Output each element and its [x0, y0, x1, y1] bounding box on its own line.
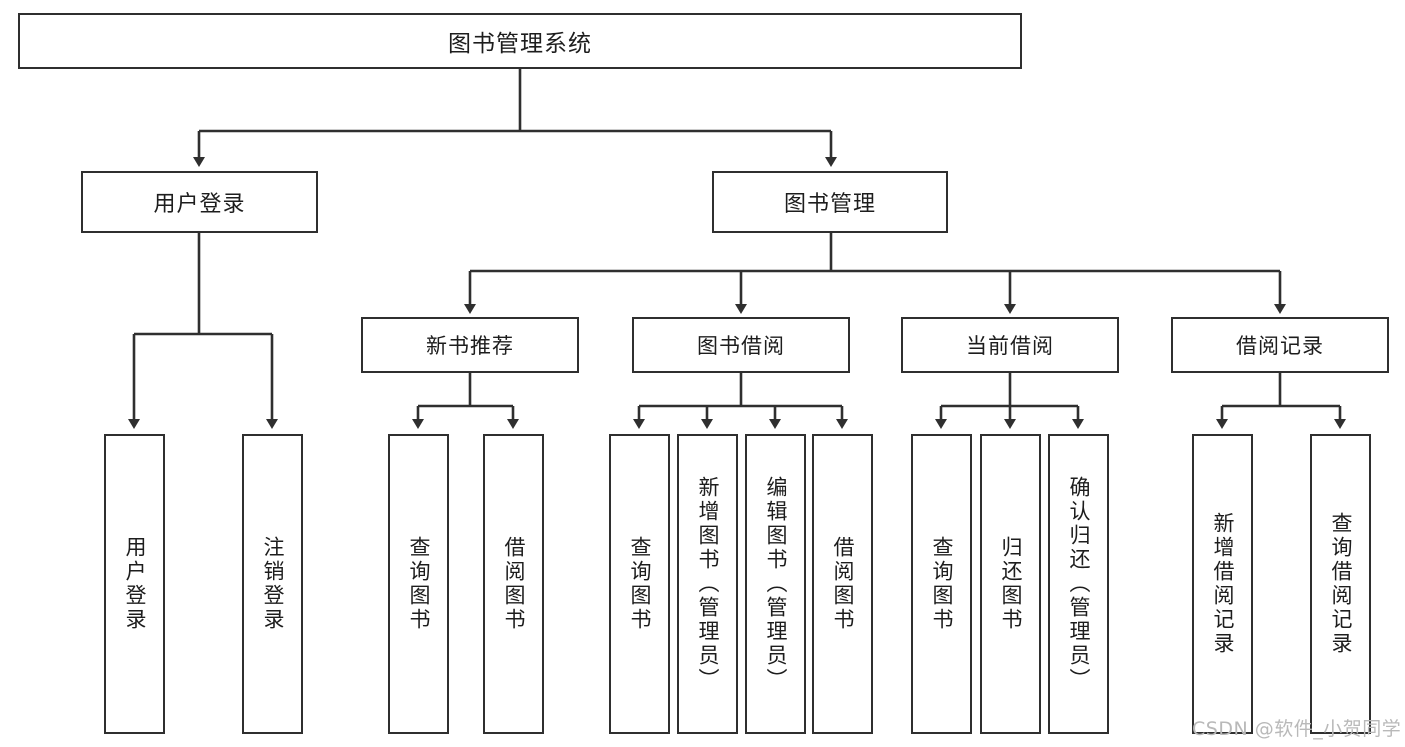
node-book-borrowing[interactable]: 图书借阅: [632, 317, 850, 373]
leaf-new-book-query-book[interactable]: 查询图书: [388, 434, 449, 734]
node-label: 查询图书: [407, 536, 431, 632]
leaf-book-borrow-borrow-book[interactable]: 借阅图书: [812, 434, 873, 734]
node-label: 借阅图书: [502, 536, 526, 632]
node-book-management[interactable]: 图书管理: [712, 171, 948, 233]
node-label: 编辑图书（管理员）: [764, 476, 788, 692]
node-borrowing-records[interactable]: 借阅记录: [1171, 317, 1389, 373]
leaf-book-borrow-add-book-admin[interactable]: 新增图书（管理员）: [677, 434, 738, 734]
node-label: 图书借阅: [697, 334, 785, 358]
node-root-book-management-system[interactable]: 图书管理系统: [18, 13, 1022, 69]
leaf-book-borrow-edit-book-admin[interactable]: 编辑图书（管理员）: [745, 434, 806, 734]
node-label: 新增图书（管理员）: [696, 476, 720, 692]
leaf-user-login-logout[interactable]: 注销登录: [242, 434, 303, 734]
node-label: 确认归还（管理员）: [1067, 476, 1091, 692]
node-label: 借阅图书: [831, 536, 855, 632]
node-label: 用户登录: [153, 192, 246, 217]
leaf-current-borrow-confirm-return-admin[interactable]: 确认归还（管理员）: [1048, 434, 1109, 734]
node-label: 新增借阅记录: [1211, 512, 1235, 656]
leaf-new-book-borrow-book[interactable]: 借阅图书: [483, 434, 544, 734]
node-label: 查询图书: [930, 536, 954, 632]
leaf-user-login-login[interactable]: 用户登录: [104, 434, 165, 734]
node-label: 新书推荐: [426, 334, 514, 358]
leaf-borrow-record-query-record[interactable]: 查询借阅记录: [1310, 434, 1371, 734]
node-new-book-recommendation[interactable]: 新书推荐: [361, 317, 579, 373]
leaf-book-borrow-query-book[interactable]: 查询图书: [609, 434, 670, 734]
leaf-current-borrow-query-book[interactable]: 查询图书: [911, 434, 972, 734]
leaf-borrow-record-add-record[interactable]: 新增借阅记录: [1192, 434, 1253, 734]
node-label: 借阅记录: [1236, 334, 1324, 358]
node-label: 图书管理系统: [448, 31, 592, 57]
node-label: 当前借阅: [966, 334, 1054, 358]
leaf-current-borrow-return-book[interactable]: 归还图书: [980, 434, 1041, 734]
node-user-login[interactable]: 用户登录: [81, 171, 318, 233]
node-label: 用户登录: [123, 536, 147, 632]
node-current-borrowing[interactable]: 当前借阅: [901, 317, 1119, 373]
node-label: 查询借阅记录: [1329, 512, 1353, 656]
node-label: 查询图书: [628, 536, 652, 632]
node-label: 归还图书: [999, 536, 1023, 632]
csdn-watermark: CSDN @软件_小贺同学: [1192, 718, 1402, 740]
node-label: 注销登录: [261, 536, 285, 632]
node-label: 图书管理: [783, 192, 876, 217]
